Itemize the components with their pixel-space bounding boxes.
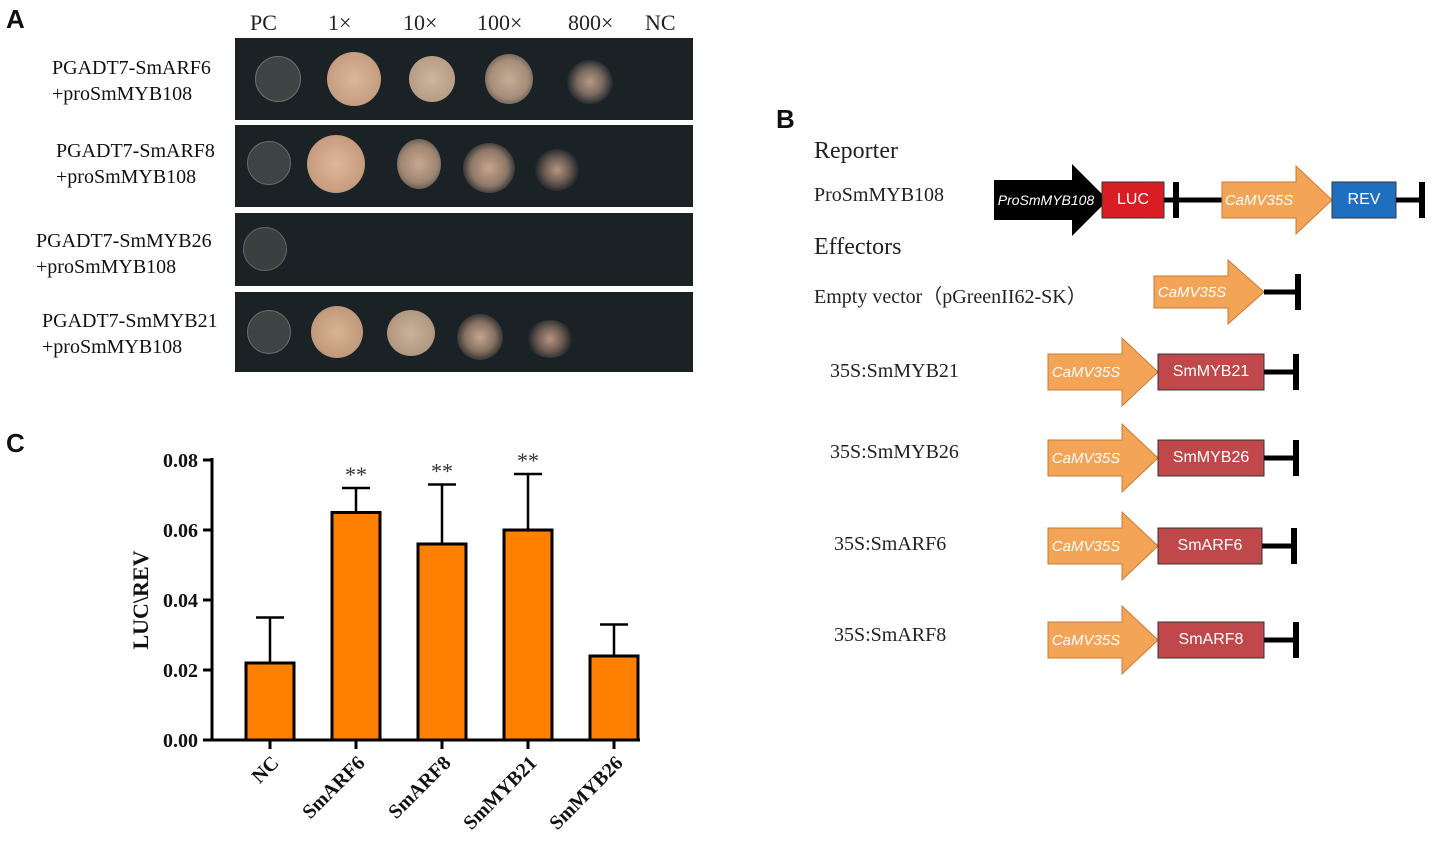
bar-smmyb26 [588, 654, 640, 742]
bar-nc [244, 661, 296, 742]
x-tick-label: SmARF6 [298, 752, 369, 823]
column-header-nc: NC [645, 10, 676, 35]
camv35s-label: CaMV35S [1051, 537, 1121, 555]
x-tick-label: SmMYB21 [459, 752, 541, 834]
significance-label: ** [517, 448, 539, 473]
gene-box [1157, 353, 1265, 391]
promoter-label: ProSmMYB108 [997, 192, 1095, 208]
row-label-line1: PGADT7-SmMYB26 [36, 230, 212, 252]
column-header-800x: 800× [568, 10, 614, 35]
colony-10x [409, 56, 455, 102]
camv35s-label: CaMV35S [1051, 449, 1121, 467]
colony-100x [463, 143, 515, 193]
y-tick-label: 0.02 [163, 660, 198, 682]
promoter-arrow [994, 164, 1108, 236]
rev-box [1331, 181, 1397, 219]
bar-smmyb21 [502, 528, 554, 742]
camv35s-label: CaMV35S [1051, 363, 1121, 381]
camv35s-label: CaMV35S [1224, 191, 1294, 209]
colony-10x [387, 310, 435, 356]
gene-label: SmARF6 [1177, 537, 1243, 554]
colony-10x [397, 139, 441, 189]
row-label-smarf6: PGADT7-SmARF6 +proSmMYB108 [52, 55, 211, 107]
row-label-smmyb21: PGADT7-SmMYB21 +proSmMYB108 [42, 308, 218, 360]
gene-label: SmARF8 [1178, 631, 1244, 648]
x-tick-label: SmMYB26 [545, 752, 627, 834]
colony-pc [255, 56, 301, 102]
bar-smarf6 [330, 511, 382, 742]
rev-label: REV [1347, 191, 1381, 208]
camv35s-arrow [1221, 164, 1333, 236]
gene-box [1157, 527, 1263, 565]
reporter-construct-graphic [994, 164, 1425, 236]
panel-label-a: A [6, 4, 25, 34]
row-label-line2: +proSmMYB108 [36, 256, 177, 278]
reporter-heading: Reporter [814, 138, 898, 164]
effectors-heading: Effectors [814, 234, 902, 260]
camv35s-arrow [1047, 336, 1159, 408]
y-tick-label: 0.06 [163, 520, 198, 542]
row-label-line1: PGADT7-SmARF6 [52, 57, 211, 79]
colony-800x [567, 60, 613, 104]
effector-label-smmyb21: 35S:SmMYB21 [830, 360, 959, 382]
colony-pc [247, 141, 291, 185]
row-label-line2: +proSmMYB108 [56, 166, 197, 188]
y-tick-label: 0.04 [163, 590, 198, 612]
camv35s-arrow [1047, 510, 1159, 582]
camv35s-arrow [1153, 258, 1265, 326]
luc-box [1101, 181, 1165, 219]
gene-label: SmMYB21 [1172, 363, 1250, 380]
effector-label-smmyb26: 35S:SmMYB26 [830, 441, 959, 463]
yeast-plate-row-2 [235, 125, 693, 207]
column-header-1x: 1× [328, 10, 352, 35]
gene-label: SmMYB26 [1172, 449, 1250, 466]
gene-box [1157, 439, 1265, 477]
y-tick-label: 0.08 [163, 450, 198, 472]
row-label-smmyb26: PGADT7-SmMYB26 +proSmMYB108 [36, 228, 212, 280]
colony-800x [535, 149, 579, 191]
significance-label: ** [431, 459, 453, 484]
row-label-smarf8: PGADT7-SmARF8 +proSmMYB108 [56, 138, 215, 190]
colony-800x [527, 320, 573, 358]
yeast-plate-row-4 [235, 292, 693, 372]
y-tick-label: 0.00 [163, 730, 198, 752]
column-header-pc: PC [250, 10, 277, 35]
camv35s-label: CaMV35S [1157, 283, 1227, 301]
significance-label: ** [345, 462, 367, 487]
camv35s-label: CaMV35S [1051, 631, 1121, 649]
effector-label-smarf8: 35S:SmARF8 [834, 624, 947, 646]
colony-pc [243, 227, 287, 271]
colony-1x [327, 52, 381, 106]
column-header-100x: 100× [477, 10, 523, 35]
row-label-line1: PGADT7-SmARF8 [56, 140, 215, 162]
camv35s-arrow [1047, 604, 1159, 676]
colony-100x [457, 314, 503, 360]
colony-1x [307, 135, 365, 193]
y-axis-label: LUC\REV [128, 550, 153, 649]
yeast-plate-row-3 [235, 213, 693, 286]
effector-label-smarf6: 35S:SmARF6 [834, 533, 947, 555]
colony-1x [311, 306, 363, 358]
luc-label: LUC [1116, 191, 1149, 208]
x-tick-label: NC [248, 752, 284, 788]
row-label-line2: +proSmMYB108 [52, 83, 193, 105]
camv35s-arrow [1047, 422, 1159, 494]
x-tick-label: SmARF8 [384, 752, 455, 823]
reporter-label: ProSmMYB108 [814, 184, 945, 206]
effector-label-empty-vector: Empty vector（pGreenII62-SK） [814, 286, 1087, 308]
colony-100x [485, 54, 533, 104]
bar-smarf8 [416, 542, 468, 742]
colony-pc [247, 310, 291, 354]
yeast-plate-row-1 [235, 38, 693, 120]
column-header-10x: 10× [403, 10, 438, 35]
panel-label-b: B [776, 104, 795, 134]
row-label-line2: +proSmMYB108 [42, 336, 183, 358]
panel-label-c: C [6, 428, 25, 458]
gene-box [1157, 621, 1265, 659]
row-label-line1: PGADT7-SmMYB21 [42, 310, 218, 332]
